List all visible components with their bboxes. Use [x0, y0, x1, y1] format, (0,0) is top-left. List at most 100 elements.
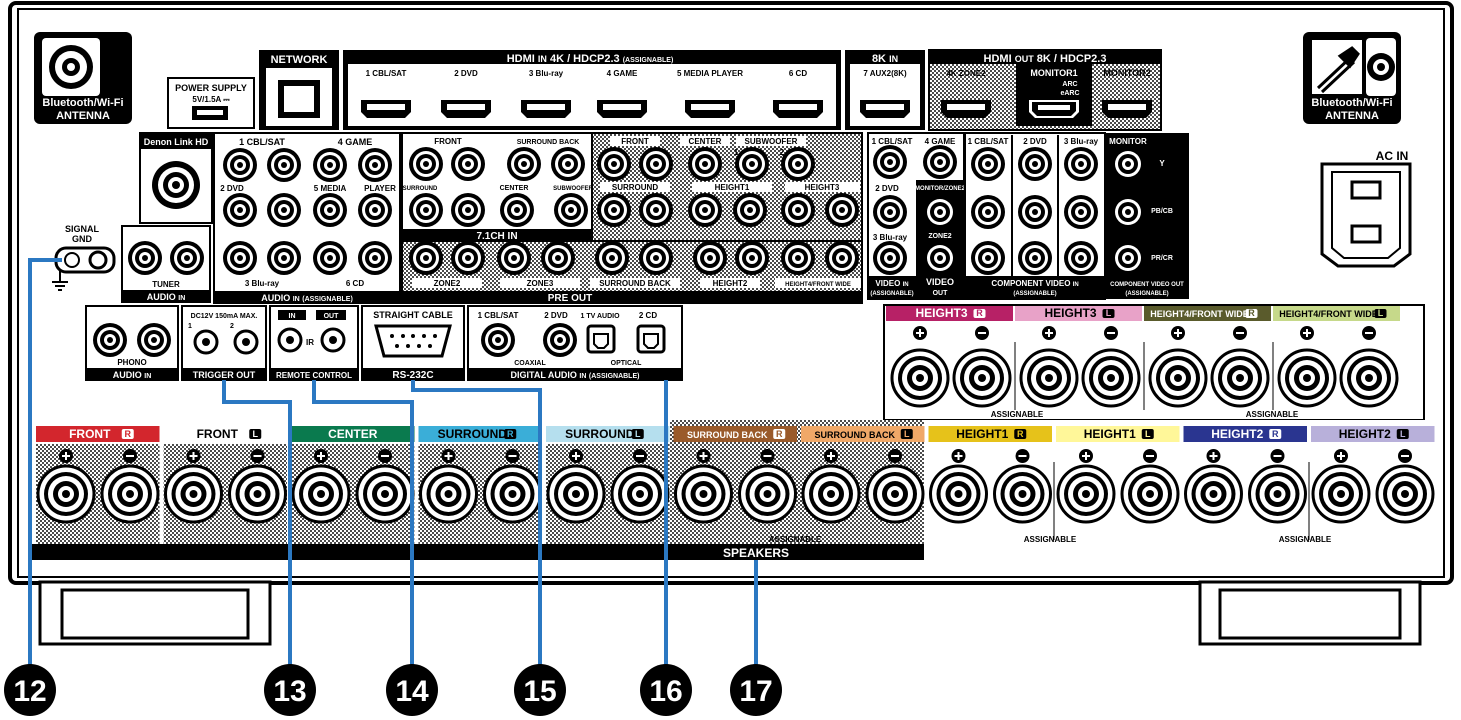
component-in-jack-2-1[interactable]	[1018, 147, 1052, 181]
component-out-jack-2[interactable]	[1111, 195, 1145, 229]
trigger-out-jack-2[interactable]	[233, 329, 259, 355]
ch71-jack-8[interactable]	[554, 193, 588, 227]
component-in-jack-1-3[interactable]	[971, 241, 1005, 275]
pre-out-jack-15[interactable]	[541, 241, 575, 275]
component-in-jack-2-2[interactable]	[1018, 195, 1052, 229]
ch71-jack-7[interactable]	[500, 193, 534, 227]
ch71-jack-4[interactable]	[551, 147, 585, 181]
speaker-post-minus-8[interactable]	[993, 464, 1052, 524]
hdmi-in-port-2[interactable]	[441, 100, 491, 118]
upper-post-plus-1[interactable]	[890, 348, 950, 408]
audio-in-jack-1[interactable]	[223, 148, 257, 182]
tuner-jack-r[interactable]	[128, 241, 162, 275]
audio-in-jack-10[interactable]	[267, 241, 301, 275]
remote-out-jack[interactable]	[320, 327, 346, 353]
speaker-post-plus-5[interactable]	[546, 464, 606, 524]
audio-in-jack-3[interactable]	[313, 148, 347, 182]
phono-jack-l[interactable]	[137, 323, 171, 357]
speaker-post-minus-1[interactable]	[100, 464, 160, 524]
upper-post-minus-3[interactable]	[1210, 348, 1270, 408]
pre-out-jack-9[interactable]	[733, 193, 767, 227]
pre-out-jack-7[interactable]	[639, 193, 673, 227]
video-jack-6[interactable]	[923, 241, 957, 275]
pre-out-jack-6[interactable]	[597, 193, 631, 227]
upper-post-plus-4[interactable]	[1277, 348, 1337, 408]
video-jack-5[interactable]	[923, 195, 957, 229]
optical-jack-2[interactable]	[636, 324, 666, 354]
speaker-post-minus-9[interactable]	[1120, 464, 1180, 524]
hdmi-in-port-5[interactable]	[685, 100, 735, 118]
trigger-out-jack-1[interactable]	[193, 329, 219, 355]
speaker-post-minus-3[interactable]	[355, 464, 415, 524]
pre-out-jack-3[interactable]	[688, 147, 722, 181]
pre-out-jack-1[interactable]	[597, 147, 631, 181]
upper-post-minus-2[interactable]	[1081, 348, 1141, 408]
component-in-jack-3-1[interactable]	[1064, 147, 1098, 181]
hdmi-in-port-3[interactable]	[521, 100, 571, 118]
rs232c-port[interactable]	[374, 324, 452, 358]
ch71-jack-3[interactable]	[507, 147, 541, 181]
audio-in-jack-11[interactable]	[313, 241, 347, 275]
audio-in-jack-2[interactable]	[267, 148, 301, 182]
speaker-post-minus-4[interactable]	[483, 464, 542, 524]
speaker-post-minus-2[interactable]	[228, 464, 287, 524]
speaker-post-plus-2[interactable]	[164, 464, 223, 524]
component-in-jack-1-2[interactable]	[971, 195, 1005, 229]
ac-inlet[interactable]: AC IN	[1320, 149, 1412, 268]
pre-out-jack-14[interactable]	[497, 241, 531, 275]
ch71-jack-5[interactable]	[409, 193, 443, 227]
pre-out-jack-13[interactable]	[451, 241, 485, 275]
upper-post-minus-1[interactable]	[952, 348, 1012, 408]
denon-link-hd[interactable]: Denon Link HD	[139, 132, 213, 224]
audio-in-jack-9[interactable]	[223, 241, 257, 275]
video-jack-3[interactable]	[873, 195, 907, 229]
speaker-post-plus-11[interactable]	[1311, 464, 1371, 524]
pre-out-jack-4[interactable]	[735, 147, 769, 181]
pre-out-jack-16[interactable]	[595, 241, 629, 275]
ch71-jack-6[interactable]	[451, 193, 485, 227]
speaker-post-plus-9[interactable]	[1056, 464, 1116, 524]
hdmi-8k-port[interactable]	[860, 100, 910, 118]
ch71-jack-2[interactable]	[451, 147, 485, 181]
power-supply-usb[interactable]: POWER SUPPLY 5V/1.5A ⎓	[167, 77, 255, 129]
component-out-jack-1[interactable]	[1111, 147, 1145, 181]
pre-out-jack-20[interactable]	[781, 241, 815, 275]
pre-out-jack-10[interactable]	[781, 193, 815, 227]
video-jack-1[interactable]	[873, 145, 907, 179]
video-jack-2[interactable]	[923, 145, 957, 179]
speaker-post-plus-8[interactable]	[929, 464, 988, 524]
pre-out-jack-12[interactable]	[409, 241, 443, 275]
pre-out-jack-11[interactable]	[825, 193, 859, 227]
speaker-post-plus-4[interactable]	[419, 464, 478, 524]
component-out-jack-3[interactable]	[1111, 241, 1145, 275]
bt-wifi-antenna-left[interactable]: Bluetooth/Wi-Fi ANTENNA	[34, 32, 132, 124]
phono-jack-r[interactable]	[93, 323, 127, 357]
pre-out-jack-8[interactable]	[688, 193, 722, 227]
speaker-post-plus-3[interactable]	[291, 464, 351, 524]
hdmi-in-port-4[interactable]	[597, 100, 647, 118]
upper-post-plus-2[interactable]	[1019, 348, 1079, 408]
speaker-post-plus-7[interactable]	[801, 464, 861, 524]
coaxial-jack-1[interactable]	[481, 323, 515, 357]
component-in-jack-3-3[interactable]	[1064, 241, 1098, 275]
remote-in-jack[interactable]	[277, 327, 303, 353]
network-port[interactable]: NETWORK	[259, 50, 339, 130]
hdmi-in-port-1[interactable]	[361, 100, 411, 118]
speaker-post-minus-10[interactable]	[1248, 464, 1307, 524]
component-in-jack-1-1[interactable]	[971, 147, 1005, 181]
speaker-post-minus-5[interactable]	[610, 464, 670, 524]
bt-wifi-antenna-right[interactable]: Bluetooth/Wi-Fi ANTENNA	[1303, 32, 1401, 124]
ch71-jack-1[interactable]	[409, 147, 443, 181]
speaker-post-plus-1[interactable]	[36, 464, 96, 524]
pre-out-jack-5[interactable]	[781, 147, 815, 181]
audio-in-jack-8[interactable]	[358, 193, 392, 227]
hdmi-out-port-zone2[interactable]	[941, 100, 991, 118]
component-in-jack-3-2[interactable]	[1064, 195, 1098, 229]
pre-out-jack-21[interactable]	[825, 241, 859, 275]
audio-in-jack-4[interactable]	[358, 148, 392, 182]
audio-in-jack-6[interactable]	[267, 193, 301, 227]
hdmi-in-port-6[interactable]	[773, 100, 823, 118]
pre-out-jack-19[interactable]	[735, 241, 769, 275]
audio-in-jack-7[interactable]	[313, 193, 347, 227]
speaker-post-plus-10[interactable]	[1184, 464, 1243, 524]
